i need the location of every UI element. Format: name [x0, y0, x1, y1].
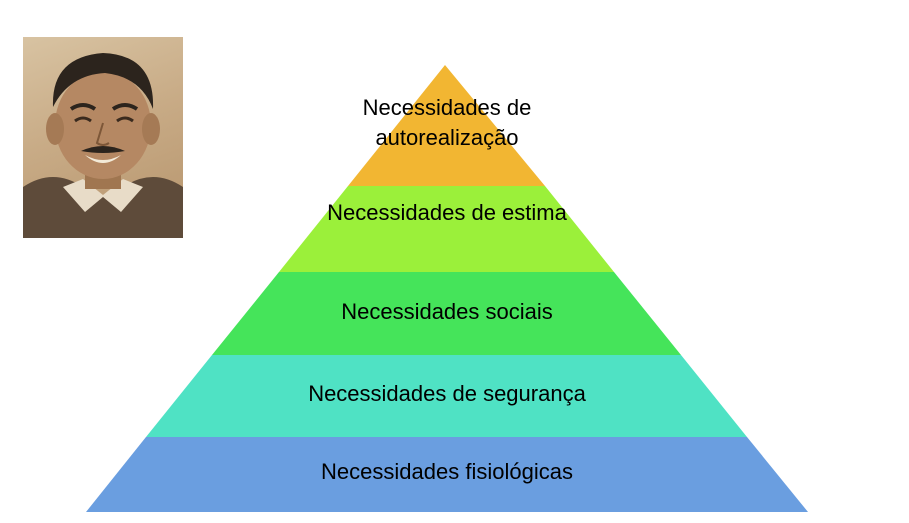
person-portrait-icon [23, 53, 183, 238]
level-label-autorealizacao: Necessidades de autorealização [362, 95, 532, 150]
level-label-fisiologicas: Necessidades fisiológicas [321, 459, 573, 484]
pyramid-level-fisiologicas [86, 437, 808, 512]
portrait-photo [23, 37, 183, 238]
pyramid-level-estima [279, 186, 614, 272]
pyramid-level-sociais [212, 272, 681, 355]
pyramid-level-autorealizacao [348, 65, 545, 186]
level-label-seguranca: Necessidades de segurança [308, 381, 586, 406]
level-label-estima: Necessidades de estima [327, 200, 567, 225]
level-label-sociais: Necessidades sociais [341, 299, 553, 324]
pyramid-level-seguranca [146, 355, 747, 437]
